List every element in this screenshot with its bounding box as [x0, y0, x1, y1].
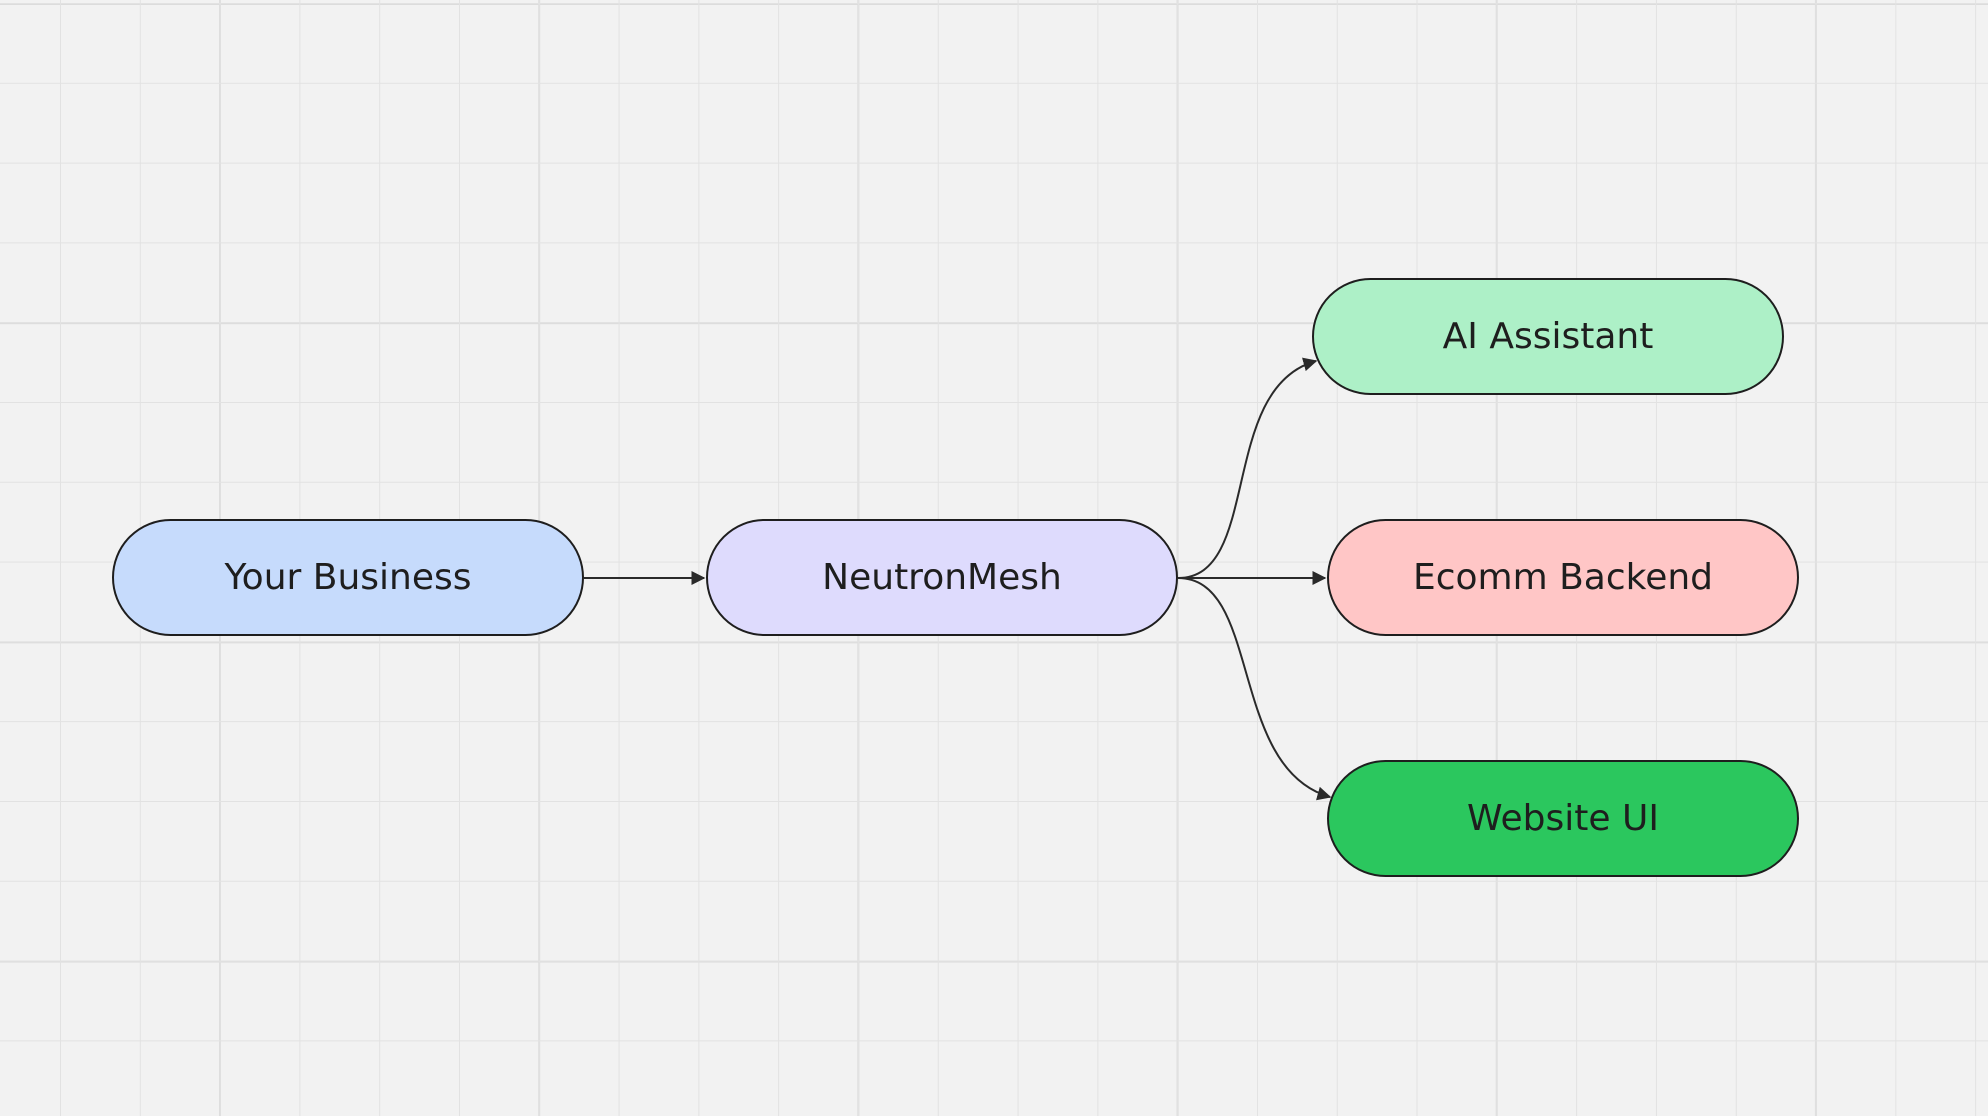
node-ecomm-backend[interactable]: Ecomm Backend — [1327, 519, 1799, 636]
edge-neutronmesh-to-ai-assistant[interactable] — [1177, 357, 1318, 579]
node-label: Website UI — [1467, 798, 1659, 839]
node-label: Your Business — [224, 557, 472, 598]
node-ai-assistant[interactable]: AI Assistant — [1312, 278, 1784, 395]
node-neutronmesh[interactable]: NeutronMesh — [706, 519, 1178, 636]
node-label: NeutronMesh — [822, 557, 1062, 598]
node-label: AI Assistant — [1442, 316, 1654, 357]
node-website-ui[interactable]: Website UI — [1327, 760, 1799, 877]
node-your-business[interactable]: Your Business — [112, 519, 584, 636]
node-label: Ecomm Backend — [1412, 557, 1714, 598]
edge-neutronmesh-to-website-ui[interactable] — [1177, 577, 1332, 801]
